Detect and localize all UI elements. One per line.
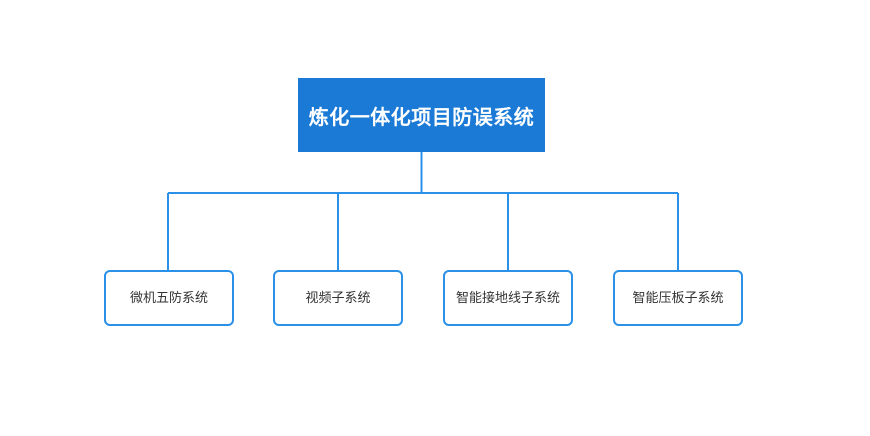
child-node-2-label: 视频子系统 <box>305 289 371 305</box>
child-node-2[interactable]: 视频子系统 <box>273 270 403 326</box>
child-node-1-label: 微机五防系统 <box>129 289 208 305</box>
root-node-label: 炼化一体化项目防误系统 <box>308 106 535 129</box>
child-node-4-label: 智能压板子系统 <box>632 289 724 305</box>
child-node-1[interactable]: 微机五防系统 <box>104 270 234 326</box>
child-node-3[interactable]: 智能接地线子系统 <box>443 270 573 326</box>
root-node[interactable]: 炼化一体化项目防误系统 <box>298 78 545 152</box>
child-node-3-label: 智能接地线子系统 <box>455 289 560 305</box>
child-node-4[interactable]: 智能压板子系统 <box>613 270 743 326</box>
